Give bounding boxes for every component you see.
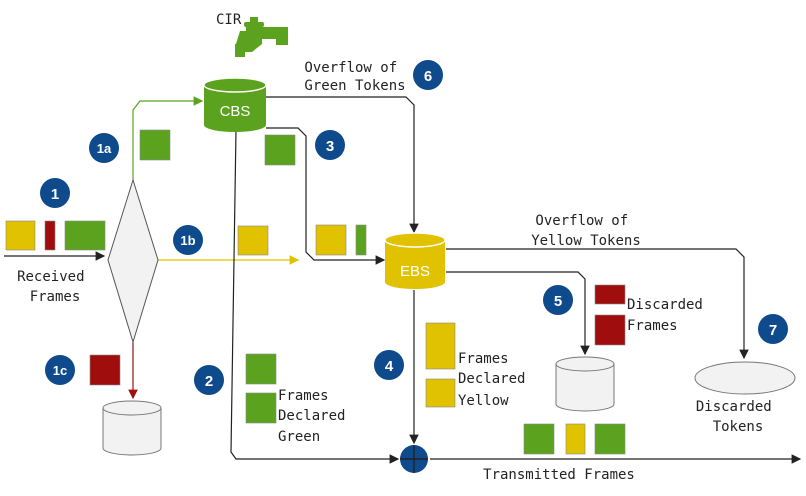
badge-1: 1 (40, 178, 70, 208)
badge-3: 3 (315, 130, 345, 160)
badge-1c: 1c (45, 355, 75, 385)
badge-1b: 1b (173, 225, 203, 255)
svg-text:3: 3 (326, 138, 334, 155)
yellow-discard-bucket (555, 356, 615, 412)
received-frames (5, 220, 106, 251)
svg-text:7: 7 (769, 322, 777, 339)
svg-text:6: 6 (424, 68, 432, 85)
badge-7: 7 (758, 314, 788, 344)
cbs-label: CBS (220, 103, 251, 120)
discarded-tokens-ellipse (694, 361, 796, 395)
discarded-frames-label: Discarded Frames (627, 297, 711, 334)
badge-4: 4 (374, 350, 404, 380)
transmitted-frames (523, 423, 626, 455)
red-discard-bucket (102, 400, 162, 456)
ebs-discard-arrow (446, 271, 590, 356)
ebs-bucket (384, 232, 446, 289)
received-frames-label: Received Frames (17, 269, 93, 305)
green-transmit-arrow (230, 129, 400, 464)
discarded-tokens-label: Discarded Tokens (696, 399, 780, 435)
cir-label: CIR (216, 12, 242, 28)
frames-to-ebs (315, 224, 367, 256)
green-path-arrow (132, 96, 204, 180)
discarded-frames (594, 284, 626, 346)
declared-green-frames (245, 353, 277, 424)
badge-2: 2 (194, 365, 224, 395)
cbs-to-ebs-arrow (266, 127, 386, 265)
red-frame-1c (89, 354, 121, 386)
cbs-bucket (203, 77, 267, 132)
svg-text:4: 4 (385, 358, 394, 375)
declared-green-label: Frames Declared Green (278, 388, 354, 445)
svg-text:1a: 1a (97, 141, 112, 156)
svg-text:1b: 1b (180, 233, 195, 248)
svg-text:1: 1 (51, 186, 59, 203)
declared-yellow-label: Frames Declared Yellow (458, 351, 534, 409)
badge-5: 5 (543, 285, 573, 315)
svg-text:2: 2 (205, 373, 213, 390)
green-overflow-arrow (266, 96, 419, 234)
overflow-yellow-label: Overflow of Yellow Tokens (531, 213, 641, 249)
transmit-junction-icon (400, 445, 428, 473)
yellow-frame-1b (237, 225, 269, 256)
declared-yellow-frames (425, 322, 456, 408)
ebs-label: EBS (400, 263, 430, 280)
overflow-green-label: Overflow of Green Tokens (304, 60, 405, 94)
classifier-diamond (107, 178, 159, 344)
faucet-icon (235, 17, 288, 57)
green-frame-3 (264, 134, 296, 166)
svg-text:1c: 1c (53, 363, 67, 378)
badge-6: 6 (413, 60, 443, 90)
yellow-overflow-arrow (446, 248, 749, 360)
green-frame-1a (139, 129, 171, 161)
badge-1a: 1a (89, 133, 119, 163)
transmitted-frames-label: Transmitted Frames (483, 467, 635, 483)
svg-text:5: 5 (554, 293, 562, 310)
